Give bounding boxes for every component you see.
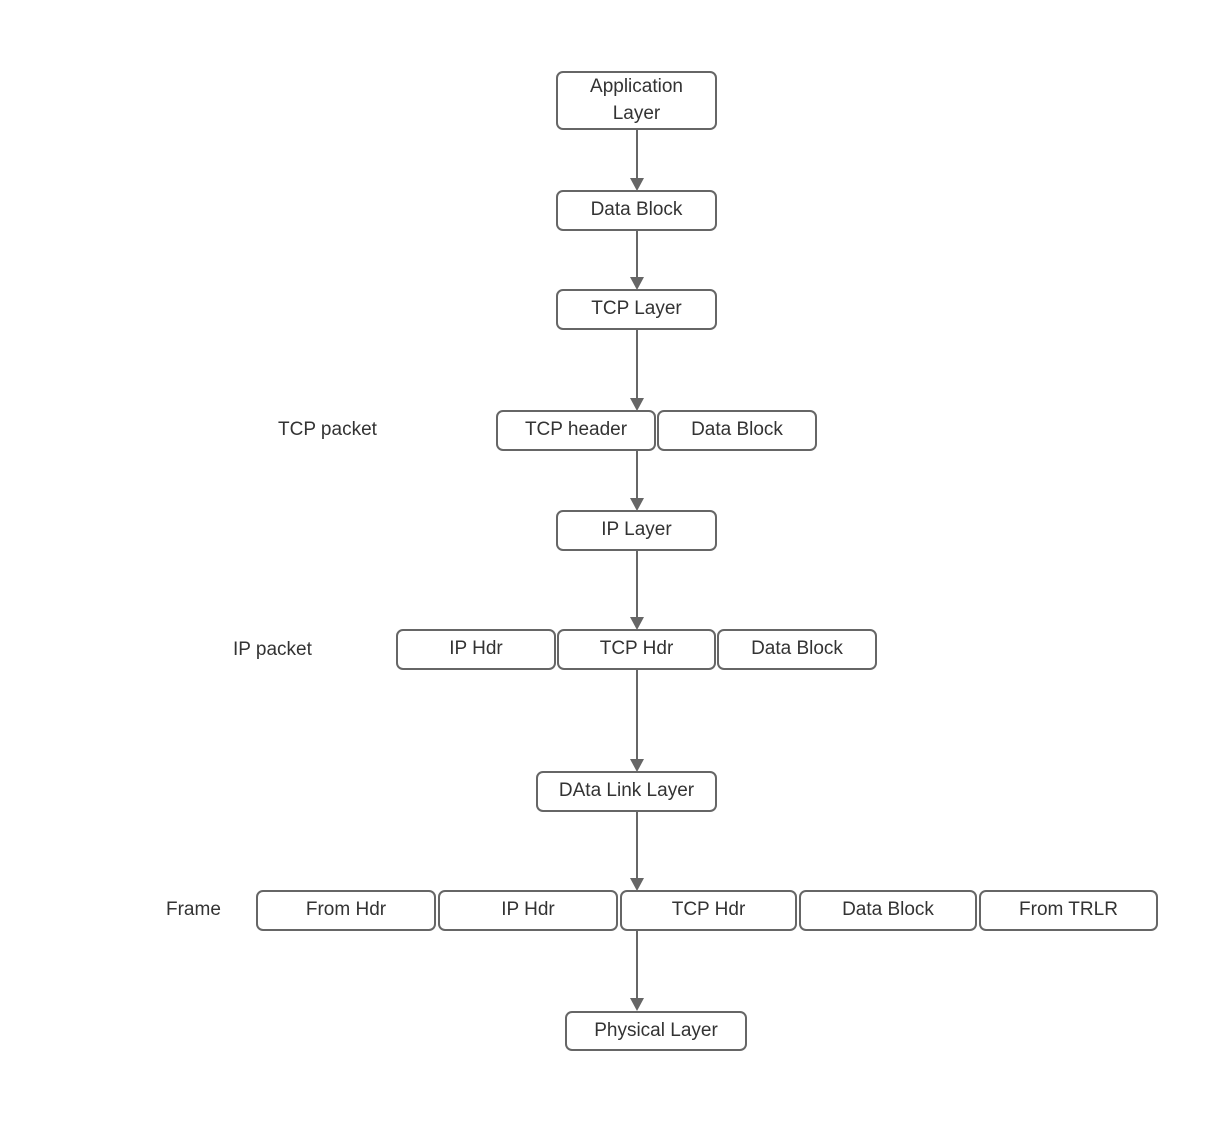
node-ip-hdr: IP Hdr: [396, 629, 556, 670]
arrow-line: [636, 931, 638, 998]
arrow-head-icon: [630, 617, 644, 630]
arrow-head-icon: [630, 759, 644, 772]
arrow-head-icon: [630, 178, 644, 191]
node-tcp-layer: TCP Layer: [556, 289, 717, 330]
node-application-layer: Application Layer: [556, 71, 717, 130]
node-tcp-header: TCP header: [496, 410, 656, 451]
arrow-head-icon: [630, 998, 644, 1011]
label-tcp-packet: TCP packet: [278, 419, 377, 440]
arrow-head-icon: [630, 398, 644, 411]
label-ip-packet: IP packet: [233, 639, 312, 660]
node-ip-layer: IP Layer: [556, 510, 717, 551]
arrow-line: [636, 551, 638, 617]
node-ip-hdr-frame: IP Hdr: [438, 890, 618, 931]
node-tcp-hdr: TCP Hdr: [557, 629, 716, 670]
node-data-block-frame: Data Block: [799, 890, 977, 931]
arrow-line: [636, 130, 638, 178]
node-data-block-ip: Data Block: [717, 629, 877, 670]
node-tcp-hdr-frame: TCP Hdr: [620, 890, 797, 931]
arrow-head-icon: [630, 277, 644, 290]
node-from-trlr: From TRLR: [979, 890, 1158, 931]
label-frame: Frame: [166, 899, 221, 920]
node-from-hdr: From Hdr: [256, 890, 436, 931]
arrow-line: [636, 670, 638, 759]
node-data-block-top: Data Block: [556, 190, 717, 231]
arrow-line: [636, 231, 638, 277]
arrow-line: [636, 812, 638, 878]
arrow-line: [636, 330, 638, 398]
node-physical-layer: Physical Layer: [565, 1011, 747, 1051]
node-data-block-tcp: Data Block: [657, 410, 817, 451]
arrow-head-icon: [630, 498, 644, 511]
arrow-line: [636, 451, 638, 498]
arrow-head-icon: [630, 878, 644, 891]
node-data-link-layer: DAta Link Layer: [536, 771, 717, 812]
